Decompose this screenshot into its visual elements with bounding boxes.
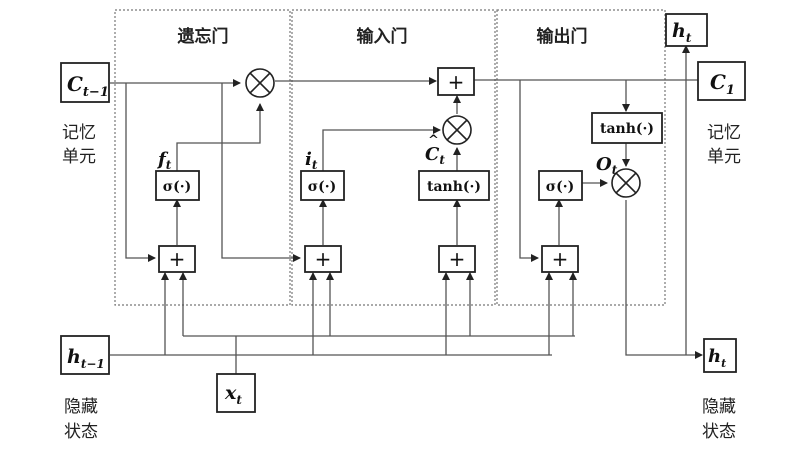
input-gate-title: 输入门 [357,26,408,47]
wire-i-to-mul [322,126,441,172]
wire-f-to-mul [176,103,264,172]
c-next-node: C1 [697,61,746,101]
svg-text:C1: C1 [710,70,735,98]
forget-gate-title: 遗忘门 [177,26,229,47]
peephole-input [221,83,301,262]
svg-text:+: + [315,247,332,271]
candidate-signal-label: Ct [425,144,445,167]
peephole-forget [125,83,156,262]
input-add-op: + [304,245,342,273]
x-t-node: xt [216,373,256,413]
candidate-hat: ^ [428,133,439,148]
svg-text:+: + [448,70,465,94]
svg-text:xt: xt [224,382,242,407]
forget-signal-label: ft [156,149,172,172]
forget-sigma-box: σ(·) [155,170,200,201]
svg-text:+: + [552,247,569,271]
h-prev-node: ht−1 [60,335,110,375]
svg-text:tanh(·): tanh(·) [600,121,654,137]
candidate-add-op: + [438,245,476,273]
output-add-op: + [541,245,579,273]
h-top-node: ht [665,13,708,47]
memory-cell-label-right-2: 单元 [707,147,741,167]
svg-text:σ(·): σ(·) [546,179,574,195]
svg-text:ht: ht [672,20,692,45]
svg-text:+: + [449,247,466,271]
input-sigma-box: σ(·) [300,170,345,201]
svg-text:ht−1: ht−1 [67,346,105,371]
forget-add-op: + [158,245,196,273]
input-signal-label: it [305,149,318,172]
output-tanh-box: tanh(·) [591,112,663,144]
memory-cell-label-left-1: 记忆 [62,123,96,143]
svg-text:ht: ht [708,346,726,370]
wire-to-h-out [625,200,703,359]
hidden-state-label-left-1: 隐藏 [64,397,98,417]
output-sigma-box: σ(·) [538,170,583,201]
memory-cell-label-right-1: 记忆 [707,123,741,143]
hidden-state-label-left-2: 状态 [64,422,98,442]
hidden-state-label-right-1: 隐藏 [702,397,736,417]
svg-text:Ct−1: Ct−1 [67,72,109,100]
peephole-output [519,80,539,262]
output-gate-title: 输出门 [537,26,588,47]
h-out-node: ht [703,338,737,373]
output-multiply-op [611,168,641,198]
candidate-tanh-box: tanh(·) [418,170,490,201]
hidden-state-label-right-2: 状态 [702,422,736,442]
forget-gate-region [114,9,291,306]
svg-text:σ(·): σ(·) [163,179,191,195]
memory-cell-label-left-2: 单元 [62,147,96,167]
c-prev-node: Ct−1 [60,62,110,103]
input-multiply-op [442,115,472,145]
svg-text:tanh(·): tanh(·) [427,179,481,195]
svg-text:+: + [169,247,186,271]
svg-text:σ(·): σ(·) [308,179,336,195]
cell-add-op: + [437,67,475,96]
output-signal-label: Ot [596,154,618,177]
output-gate-region [496,9,666,306]
forget-multiply-op [245,68,275,98]
input-gate-region [291,9,496,306]
